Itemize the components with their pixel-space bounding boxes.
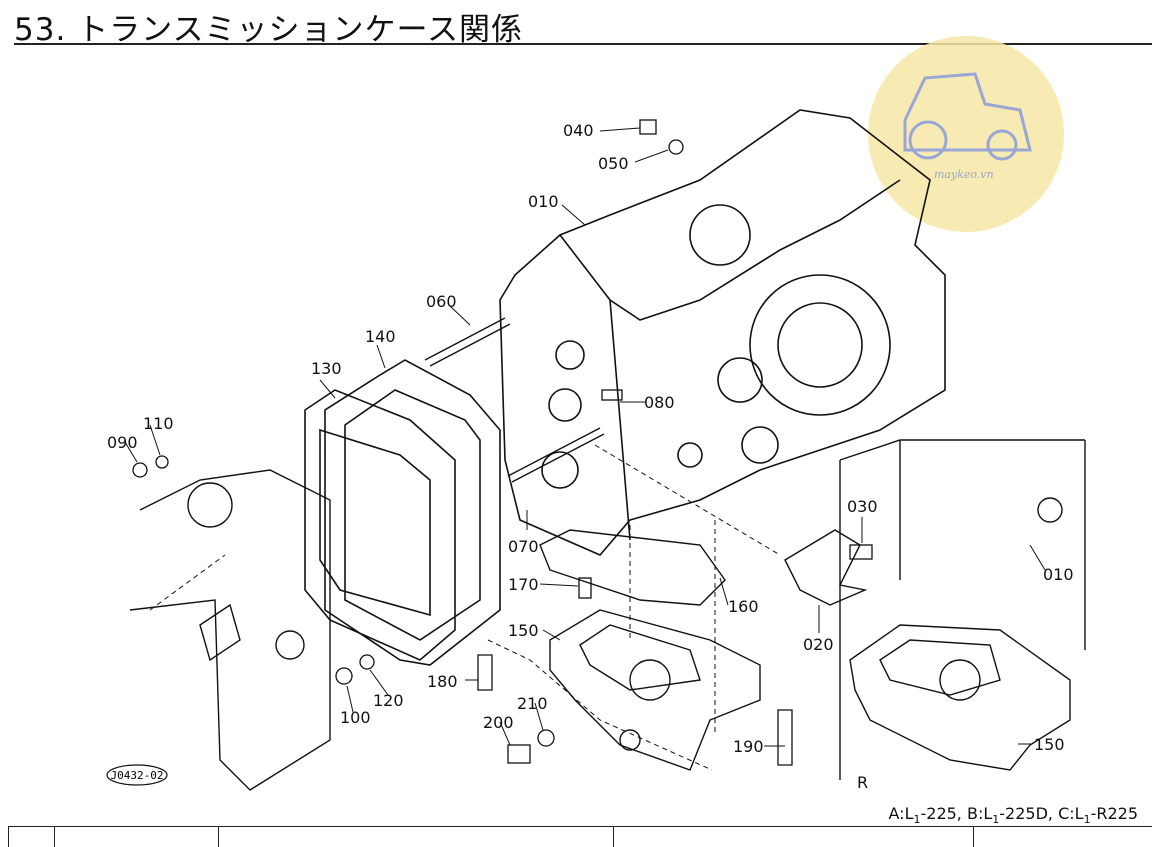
part-label-030: 030 [847, 497, 878, 516]
model-applicability: A:L1-225, B:L1-225D, C:L1-R225 [889, 804, 1138, 826]
model-b-prefix: B:L [966, 804, 993, 823]
washer-110 [155, 455, 169, 469]
dashed-alignment-lines [149, 444, 781, 771]
tractor-logo-icon [903, 72, 1032, 161]
washer-210 [537, 729, 555, 747]
part-label-200: 200 [483, 713, 514, 732]
bolt-180 [477, 654, 493, 691]
drawing-code-oval [106, 764, 168, 786]
main-transmission-case [499, 109, 946, 556]
pin-080 [601, 389, 623, 401]
part-label-020: 020 [803, 635, 834, 654]
small-hardware [132, 119, 873, 766]
part-label-090: 090 [107, 433, 138, 452]
gasket-160 [539, 529, 726, 606]
model-c-sub: 1 [1083, 813, 1091, 827]
part-label-170: 170 [508, 575, 539, 594]
parts-table-header [8, 826, 1152, 847]
model-c-suffix: -R225 [1090, 804, 1138, 823]
part-label-040: 040 [563, 121, 594, 140]
stud-070 [507, 427, 605, 483]
r-variant-view [839, 439, 1086, 780]
washer-050 [668, 139, 684, 155]
model-a-prefix: A:L [888, 804, 914, 823]
part-label-210: 210 [517, 694, 548, 713]
model-a-suffix: -225, [920, 804, 962, 823]
model-c-prefix: C:L [1058, 804, 1084, 823]
pin-170 [578, 577, 592, 599]
part-label-150-r: 150 [1034, 735, 1065, 754]
nut-100 [335, 667, 353, 685]
part-label-140: 140 [365, 327, 396, 346]
part-label-060: 060 [426, 292, 457, 311]
part-label-050: 050 [598, 154, 629, 173]
table-cell [973, 827, 974, 847]
part-label-110: 110 [143, 414, 174, 433]
cover-130 [304, 389, 456, 661]
title-underline [14, 43, 1152, 45]
part-label-120: 120 [373, 691, 404, 710]
part-label-080: 080 [644, 393, 675, 412]
drawing-code: J0432-02 [111, 769, 164, 782]
part-label-100: 100 [340, 708, 371, 727]
plug-040 [639, 119, 657, 135]
stud-060 [424, 317, 511, 367]
bracket-020 [784, 529, 868, 606]
part-label-010: 010 [528, 192, 559, 211]
part-label-180: 180 [427, 672, 458, 691]
view-marker: R [857, 773, 868, 792]
table-cell [218, 827, 219, 847]
table-cell [613, 827, 614, 847]
washer-120 [359, 654, 375, 670]
table-cell [8, 827, 9, 847]
plug-200 [507, 744, 531, 764]
part-label-070: 070 [508, 537, 539, 556]
nut-090 [132, 462, 148, 478]
leader-lines [124, 127, 1046, 747]
watermark-logo [868, 36, 1064, 232]
part-label-150: 150 [508, 621, 539, 640]
bolt-190 [777, 709, 793, 766]
part-label-130: 130 [311, 359, 342, 378]
cover-150 [549, 609, 761, 771]
table-cell [54, 827, 55, 847]
part-label-190: 190 [733, 737, 764, 756]
page-title: 53. トランスミッションケース関係 [14, 12, 523, 48]
model-a-sub: 1 [913, 813, 921, 827]
model-b-sub: 1 [992, 813, 1000, 827]
part-label-160: 160 [728, 597, 759, 616]
left-housing [129, 469, 331, 791]
watermark-text: maykeo.vn [934, 168, 994, 181]
gasket-140 [324, 359, 501, 666]
model-b-suffix: -225D, [999, 804, 1053, 823]
part-label-010-r: 010 [1043, 565, 1074, 584]
bolt-030 [849, 544, 873, 560]
